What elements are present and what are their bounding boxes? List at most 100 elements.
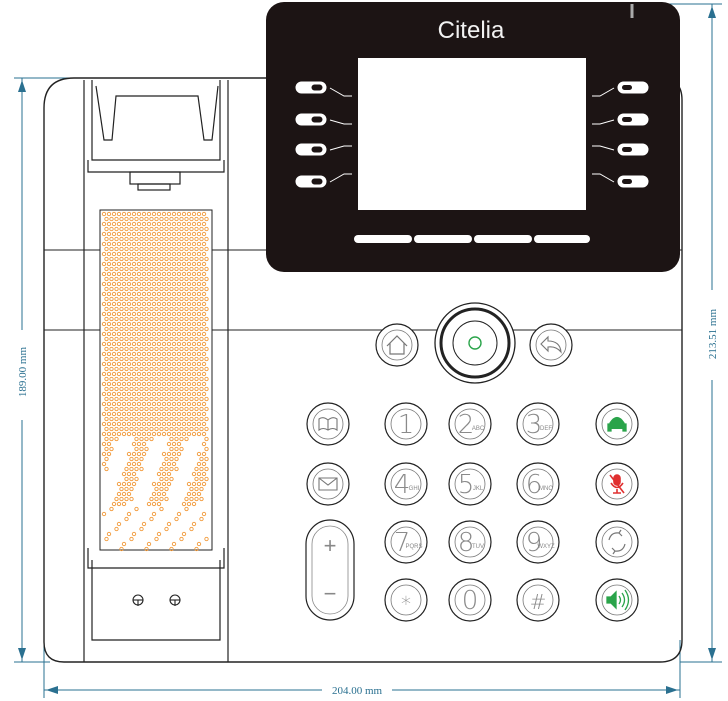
- speaker-dot: [131, 371, 137, 377]
- dial-key-1[interactable]: 1: [384, 402, 428, 446]
- speaker-dot: [149, 256, 154, 262]
- soft-key-3[interactable]: [474, 235, 532, 243]
- speaker-dot: [179, 426, 184, 432]
- speaker-dot: [156, 221, 162, 227]
- speaker-dot: [201, 231, 207, 237]
- speaker-dot: [191, 291, 197, 297]
- speaker-dot: [139, 306, 144, 312]
- line-key-right-3[interactable]: [617, 143, 649, 156]
- speaker-dot: [141, 521, 147, 527]
- speaker-dot: [181, 431, 187, 437]
- speaker-dot: [124, 346, 129, 352]
- speaker-dot: [166, 381, 172, 387]
- speaker-dot: [186, 231, 192, 237]
- speaker-dot: [204, 246, 209, 252]
- speaker-dot: [201, 481, 207, 487]
- speaker-dot: [191, 521, 197, 527]
- soft-key-2[interactable]: [414, 235, 472, 243]
- speaker-dot: [139, 366, 144, 372]
- volume-down-button[interactable]: −: [324, 581, 337, 606]
- speaker-dot: [104, 396, 109, 402]
- dial-key-hash[interactable]: #: [516, 578, 560, 622]
- speaker-dot: [144, 236, 149, 242]
- speaker-dot: [144, 246, 149, 252]
- speaker-dot: [204, 336, 209, 342]
- speaker-dot: [169, 396, 174, 402]
- speaker-dot: [134, 476, 139, 482]
- dim-label-bg-bottom: [322, 682, 392, 698]
- speaker-dot: [159, 356, 164, 362]
- speaker-dot: [164, 346, 169, 352]
- ok-button[interactable]: [452, 320, 498, 366]
- speaker-dot: [191, 241, 197, 247]
- dial-key-letters: TUV: [472, 544, 484, 550]
- speaker-dot: [134, 336, 139, 342]
- speaker-dot: [131, 311, 137, 317]
- speaker-dot: [174, 356, 179, 362]
- speaker-dot: [199, 336, 204, 342]
- speaker-dot: [126, 321, 132, 327]
- speaker-dot: [196, 221, 202, 227]
- line-key-right-2[interactable]: [617, 113, 649, 126]
- speaker-dot: [191, 401, 197, 407]
- line-key-right-4[interactable]: [617, 175, 649, 188]
- dial-key-inner: [390, 408, 422, 440]
- dial-key-digit: 3: [526, 410, 543, 440]
- speaker-dot: [144, 376, 149, 382]
- dial-key-0[interactable]: 0: [448, 578, 492, 622]
- speaker-dot: [191, 251, 197, 257]
- speaker-dot: [196, 311, 202, 317]
- soft-key-4[interactable]: [534, 235, 590, 243]
- speaker-dot: [184, 496, 189, 502]
- speaker-dot: [136, 261, 142, 267]
- speaker-dot: [194, 486, 199, 492]
- speaker-dot: [164, 246, 169, 252]
- speaker-dot: [121, 301, 127, 307]
- dial-key-star[interactable]: *: [384, 578, 428, 622]
- line-key-right-1[interactable]: [617, 81, 649, 94]
- soft-key-1[interactable]: [354, 235, 412, 243]
- speaker-dot: [144, 346, 149, 352]
- speaker-dot: [141, 261, 147, 267]
- speaker-dot: [104, 256, 109, 262]
- speaker-dot: [151, 281, 157, 287]
- speaker-dot: [126, 341, 132, 347]
- speaker-dot: [189, 526, 194, 532]
- speaker-dot: [139, 256, 144, 262]
- speaker-dot: [109, 376, 114, 382]
- speaker-dot: [199, 226, 204, 232]
- speaker-dot: [141, 241, 147, 247]
- speaker-dot: [146, 301, 152, 307]
- speaker-dot: [146, 321, 152, 327]
- speaker-dot: [204, 466, 209, 472]
- speaker-dot: [106, 261, 112, 267]
- speaker-dot: [189, 486, 194, 492]
- volume-up-button[interactable]: +: [324, 533, 337, 558]
- speaker-dot: [136, 361, 142, 367]
- speaker-dot: [176, 391, 182, 397]
- speaker-dot: [194, 546, 199, 552]
- speaker-dot: [126, 361, 132, 367]
- speaker-dot: [106, 391, 112, 397]
- speaker-dot: [196, 351, 202, 357]
- speaker-dot: [106, 331, 112, 337]
- speaker-dot: [179, 316, 184, 322]
- dial-key-inner: [522, 526, 554, 558]
- speaker-dot: [204, 226, 209, 232]
- speaker-dot: [104, 356, 109, 362]
- speaker-dot: [149, 316, 154, 322]
- speaker-dot: [124, 236, 129, 242]
- line-keys-right: [617, 81, 649, 188]
- speaker-dot: [201, 441, 207, 447]
- speaker-dot: [204, 376, 209, 382]
- speaker-dot: [101, 281, 107, 287]
- speaker-dot: [119, 286, 124, 292]
